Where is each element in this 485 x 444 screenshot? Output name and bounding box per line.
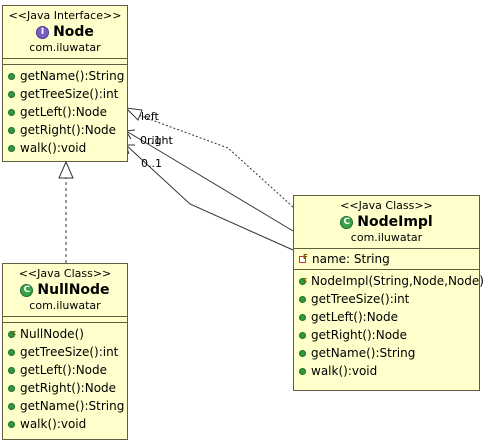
public-method-icon — [299, 313, 306, 321]
constructor-row: c NodeImpl(String,Node,Node) — [294, 272, 484, 290]
nullnode-name: NullNode — [37, 282, 110, 298]
method-label: getName():String — [20, 399, 125, 413]
public-method-icon — [8, 126, 15, 134]
method-label: getLeft():Node — [20, 363, 108, 377]
public-method-icon — [299, 349, 306, 357]
public-method-icon — [299, 331, 306, 339]
node-interface-box[interactable]: <<Java Interface>> I Node com.iluwatar g… — [2, 5, 128, 162]
method-row: getName():String — [3, 397, 127, 415]
method-row: getTreeSize():int — [3, 343, 127, 361]
node-header: <<Java Interface>> I Node com.iluwatar — [3, 6, 127, 55]
method-label: getTreeSize():int — [20, 87, 119, 101]
method-row: getName():String — [294, 344, 479, 362]
nodeimpl-realization-arrowhead — [124, 107, 143, 121]
nullnode-realization-arrowhead — [58, 160, 74, 179]
nodeimpl-methods-compartment: c NodeImpl(String,Node,Node) getTreeSize(… — [294, 269, 484, 380]
nullnode-methods-compartment: c NullNode() getTreeSize():int getLeft():… — [3, 322, 127, 433]
right-association-line — [125, 144, 294, 251]
method-label: getName():String — [311, 346, 416, 360]
nodeimpl-realization-line — [129, 111, 294, 208]
method-row: getLeft():Node — [294, 308, 479, 326]
left-multiplicity-label: 0..1 — [140, 134, 161, 147]
nodeimpl-name: NodeImpl — [357, 214, 433, 230]
constructor-label: NodeImpl(String,Node,Node) — [311, 274, 484, 288]
public-method-icon — [8, 366, 15, 374]
method-label: getTreeSize():int — [20, 345, 119, 359]
left-association-line — [125, 130, 294, 232]
node-methods-compartment: getName():String getTreeSize():int getLe… — [3, 64, 127, 157]
public-method-icon — [8, 420, 15, 428]
nodeimpl-stereotype: <<Java Class>> — [340, 199, 433, 212]
method-row: getTreeSize():int — [294, 290, 479, 308]
method-row: getName():String — [3, 67, 127, 85]
public-method-icon — [8, 90, 15, 98]
interface-icon: I — [36, 25, 50, 39]
nodeimpl-header: <<Java Class>> C NodeImpl com.iluwatar — [294, 196, 479, 245]
left-role-label: left — [141, 110, 159, 123]
public-method-icon — [8, 144, 15, 152]
nodeimpl-title: C NodeImpl — [294, 213, 479, 231]
method-label: getTreeSize():int — [311, 292, 410, 306]
method-row: walk():void — [3, 139, 127, 157]
node-name: Node — [53, 24, 94, 40]
method-label: getLeft():Node — [311, 310, 399, 324]
method-label: getRight():Node — [311, 328, 408, 342]
constructor-row: c NullNode() — [3, 325, 127, 343]
nullnode-header: <<Java Class>> C NullNode com.iluwatar — [3, 264, 127, 313]
constructor-icon: c — [299, 276, 307, 285]
nullnode-title: C NullNode — [3, 281, 127, 299]
public-method-icon — [299, 367, 306, 375]
right-role-label: right — [147, 134, 173, 147]
public-method-icon — [8, 348, 15, 356]
class-icon: C — [20, 283, 34, 297]
nullnode-attributes-compartment — [3, 316, 127, 322]
constructor-label: NullNode() — [20, 327, 84, 341]
node-stereotype: <<Java Interface>> — [8, 9, 122, 22]
nullnode-package: com.iluwatar — [29, 299, 101, 312]
method-row: getLeft():Node — [3, 361, 127, 379]
node-package: com.iluwatar — [29, 41, 101, 54]
method-row: getRight():Node — [3, 379, 127, 397]
method-row: getRight():Node — [294, 326, 479, 344]
method-label: getRight():Node — [20, 123, 117, 137]
method-row: walk():void — [3, 415, 127, 433]
class-icon: C — [340, 215, 354, 229]
method-row: getLeft():Node — [3, 103, 127, 121]
private-field-icon: F — [299, 253, 308, 263]
method-label: getLeft():Node — [20, 105, 108, 119]
method-row: walk():void — [294, 362, 479, 380]
node-title: I Node — [3, 23, 127, 41]
right-multiplicity-label: 0..1 — [141, 157, 162, 170]
public-method-icon — [8, 72, 15, 80]
method-label: getName():String — [20, 69, 125, 83]
nodeimpl-class-box[interactable]: <<Java Class>> C NodeImpl com.iluwatar F… — [293, 195, 484, 391]
method-label: walk():void — [20, 141, 87, 155]
nullnode-class-box[interactable]: <<Java Class>> C NullNode com.iluwatar c… — [2, 263, 128, 440]
nullnode-stereotype: <<Java Class>> — [18, 267, 112, 280]
method-row: getTreeSize():int — [3, 85, 127, 103]
method-row: getRight():Node — [3, 121, 127, 139]
public-method-icon — [8, 402, 15, 410]
constructor-icon: c — [8, 329, 16, 338]
public-method-icon — [299, 295, 306, 303]
node-attributes-compartment — [3, 58, 127, 64]
public-method-icon — [8, 384, 15, 392]
field-label: name: String — [312, 252, 390, 266]
method-label: walk():void — [311, 364, 378, 378]
method-label: walk():void — [20, 417, 87, 431]
method-label: getRight():Node — [20, 381, 117, 395]
nodeimpl-package: com.iluwatar — [350, 231, 423, 244]
public-method-icon — [8, 108, 15, 116]
